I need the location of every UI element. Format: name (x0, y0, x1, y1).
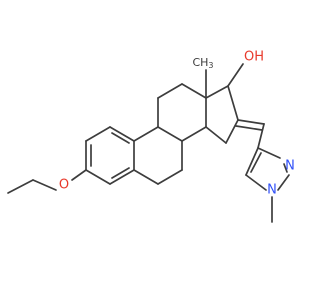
bond-pyrazole-double-2 (283, 163, 288, 173)
bond-exocyclic-double-1 (237, 119, 265, 125)
bond-ringD-1 (205, 85, 229, 99)
bond-ringB-4 (157, 126, 183, 142)
bond-ringC-5 (181, 126, 207, 142)
bond-ringC-2 (157, 83, 183, 99)
bond-ringA-3 (109, 126, 135, 142)
bond-ringA-double-3 (111, 167, 130, 179)
bond-ringD-4 (205, 126, 227, 144)
pyrazole-n2-label: N (285, 159, 295, 174)
bond-pyrazole-double-1 (250, 152, 262, 173)
angular-methyl-label: CH3 (192, 56, 213, 70)
bond-pyrazole-4 (245, 147, 259, 176)
bond-pyrazole-2 (277, 174, 290, 191)
atom-label-layer: O OH CH3 N N (59, 50, 295, 198)
bond-ethyl-ch3-ch2 (7, 179, 34, 194)
bond-layer (7, 63, 290, 223)
bond-ringA-6 (85, 169, 111, 185)
molecule-structure-diagram: O OH CH3 N N (7, 50, 295, 223)
bond-ringA-2 (85, 126, 111, 142)
bond-ethyl-ch2-o (32, 179, 57, 191)
pyrazole-n1-label: N (267, 183, 277, 198)
bond-ringC-3 (181, 83, 207, 99)
bond-ringA-double-2 (111, 132, 130, 144)
bond-ringB-1 (133, 169, 159, 185)
bond-ringB-2 (157, 169, 183, 185)
bond-pyrazole-1 (257, 147, 281, 159)
bond-ringB-5 (133, 126, 159, 142)
bond-c17-oh (227, 63, 244, 87)
bond-pyrazole-3 (245, 174, 267, 191)
ether-oxygen-label: O (59, 178, 69, 193)
bond-exocyclic-double-2 (235, 125, 263, 131)
bond-ringD-2 (227, 85, 239, 121)
bond-methylidene-pyrazole (257, 123, 265, 149)
hydroxyl-label: OH (244, 50, 264, 65)
angular-methyl-text: CH (192, 56, 208, 69)
bond-ringA-5 (109, 169, 135, 185)
bond-ringD-3 (225, 119, 239, 144)
bond-o-aromatic (71, 169, 87, 181)
angular-methyl-subscript: 3 (208, 61, 213, 70)
